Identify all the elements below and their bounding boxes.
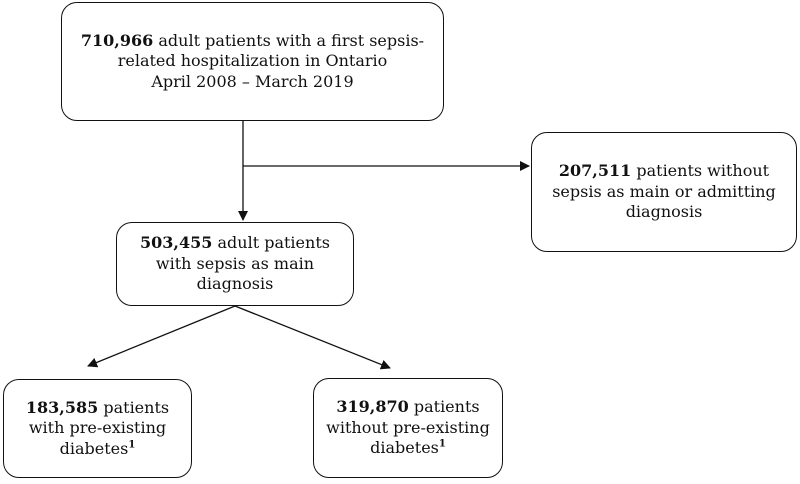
total-patients-line1: adult patients with a first sepsis- [153,30,425,50]
total-patients-box: 710,966 adult patients with a first seps… [61,2,444,121]
sepsis-main-line2: with sepsis as main [155,253,315,273]
without-diabetes-footnote: 1 [438,438,446,450]
with-diabetes-footnote: 1 [128,439,136,451]
with-diabetes-line2: with pre-existing [28,418,167,438]
arrow-main-to-without-diabetes [234,305,391,370]
total-patients-count: 710,966 [80,30,154,50]
total-patients-line2: related hospitalization in Ontario [117,51,388,71]
excluded-patients-line3: diagnosis [625,202,703,222]
without-diabetes-count: 319,870 [336,397,409,417]
arrow-main-to-with-diabetes [87,305,236,368]
with-diabetes-line3: diabetes [59,438,129,458]
with-diabetes-line1: patients [98,397,170,417]
sepsis-main-line1: adult patients [212,233,330,253]
excluded-patients-line1: patients without [631,161,770,181]
with-diabetes-box: 183,585 patients with pre-existing diabe… [3,379,192,478]
without-diabetes-line2: without pre-existing [326,417,490,437]
excluded-patients-count: 207,511 [558,161,632,181]
sepsis-main-count: 503,455 [140,233,213,253]
without-diabetes-line1: patients [408,397,480,417]
sepsis-main-diagnosis-box: 503,455 adult patients with sepsis as ma… [116,222,354,306]
without-diabetes-box: 319,870 patients without pre-existing di… [313,378,503,478]
total-patients-line3: April 2008 – March 2019 [151,71,354,91]
without-diabetes-line3: diabetes [370,438,439,458]
excluded-patients-box: 207,511 patients without sepsis as main … [531,132,797,252]
with-diabetes-count: 183,585 [25,397,99,417]
excluded-patients-line2: sepsis as main or admitting [552,181,776,201]
sepsis-main-line3: diagnosis [196,274,274,294]
